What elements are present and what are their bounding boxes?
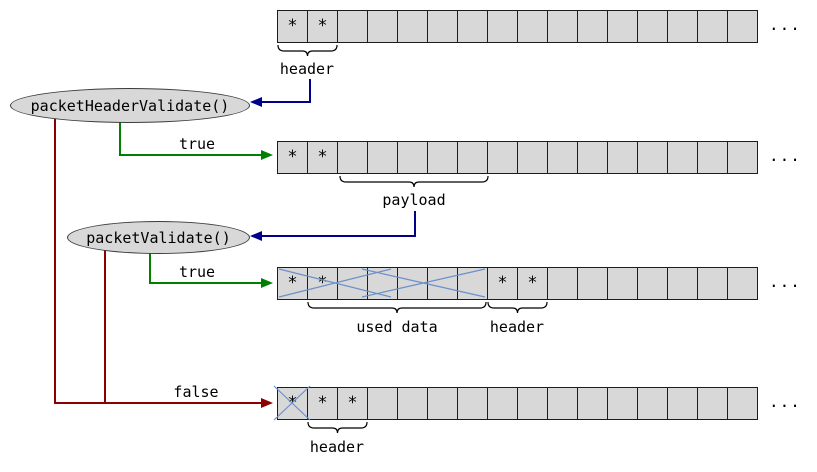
buffer-cell <box>727 387 758 420</box>
buffer-cell <box>727 10 758 43</box>
arrow-header-to-packetheadervalidate <box>250 79 311 107</box>
buffer-cell: * <box>307 387 338 420</box>
buffer-cell <box>367 10 398 43</box>
buffer-cell <box>337 10 368 43</box>
buffer-row-header-failed: *** <box>277 387 758 420</box>
buffer-cell: * <box>307 141 338 174</box>
packet-validate-node: packetValidate() <box>67 221 250 254</box>
buffer-cell <box>397 387 428 420</box>
buffer-cell <box>547 10 578 43</box>
payload-brace <box>339 175 489 188</box>
buffer-cell <box>667 267 698 300</box>
header-label-after-false: header <box>309 438 365 456</box>
buffer-cell <box>487 141 518 174</box>
payload-label: payload <box>382 191 446 209</box>
buffer-cell <box>397 10 428 43</box>
buffer-cell <box>577 387 608 420</box>
buffer-cell <box>727 267 758 300</box>
header-brace-after-false <box>307 421 368 434</box>
buffer-cell <box>577 10 608 43</box>
buffer-cell <box>667 141 698 174</box>
buffer-cell <box>637 141 668 174</box>
buffer-row-header-validated: ** <box>277 141 758 174</box>
buffer-cell <box>547 141 578 174</box>
false-branch-label: false <box>173 383 219 401</box>
buffer-cell <box>337 141 368 174</box>
buffer-cell: * <box>277 387 308 420</box>
buffer-cell <box>517 141 548 174</box>
buffer-cell: * <box>487 267 518 300</box>
packet-header-validate-node: packetHeaderValidate() <box>10 88 250 123</box>
buffer-cell <box>367 141 398 174</box>
buffer-cell <box>547 387 578 420</box>
true-branch-label-header: true <box>178 135 216 153</box>
buffer-cell <box>697 10 728 43</box>
buffer-cell <box>607 267 638 300</box>
buffer-cell <box>607 141 638 174</box>
buffer-cell <box>517 387 548 420</box>
buffer-cell <box>367 387 398 420</box>
buffer-cell <box>487 10 518 43</box>
packet-header-validate-label: packetHeaderValidate() <box>30 96 230 115</box>
buffer-cell <box>397 141 428 174</box>
buffer-cell <box>457 267 488 300</box>
buffer-cell <box>667 387 698 420</box>
buffer-cell <box>697 387 728 420</box>
buffer-cell <box>667 10 698 43</box>
buffer-cell: * <box>307 10 338 43</box>
buffer-cell <box>397 267 428 300</box>
buffer-cell <box>637 10 668 43</box>
header-label-after-validate: header <box>489 318 545 336</box>
used-data-brace <box>307 301 487 314</box>
buffer-cell <box>637 267 668 300</box>
buffer-cell: * <box>277 10 308 43</box>
buffer-cell <box>577 267 608 300</box>
buffer-row-initial: ** <box>277 10 758 43</box>
buffer-continues-ellipsis: ... <box>769 392 801 411</box>
buffer-cell <box>457 141 488 174</box>
buffer-cell <box>457 10 488 43</box>
arrow-false-branch <box>54 112 273 408</box>
packet-validate-label: packetValidate() <box>86 228 231 247</box>
header-brace-after-validate <box>487 301 548 314</box>
buffer-cell: * <box>277 141 308 174</box>
buffer-cell: * <box>307 267 338 300</box>
used-data-label: used data <box>356 318 438 336</box>
arrow-payload-to-packetvalidate <box>250 211 416 241</box>
buffer-cell <box>367 267 398 300</box>
buffer-row-packet-validated: **** <box>277 267 758 300</box>
buffer-cell <box>427 10 458 43</box>
buffer-cell <box>547 267 578 300</box>
buffer-cell <box>487 387 518 420</box>
buffer-cell <box>427 267 458 300</box>
buffer-cell: * <box>337 387 368 420</box>
buffer-cell <box>427 141 458 174</box>
buffer-cell <box>517 10 548 43</box>
buffer-continues-ellipsis: ... <box>769 15 801 34</box>
buffer-cell <box>607 10 638 43</box>
buffer-cell: * <box>517 267 548 300</box>
buffer-cell <box>697 141 728 174</box>
buffer-continues-ellipsis: ... <box>769 146 801 165</box>
header-label-initial: header <box>279 60 335 78</box>
buffer-cell <box>727 141 758 174</box>
buffer-cell <box>607 387 638 420</box>
buffer-cell <box>637 387 668 420</box>
buffer-cell <box>577 141 608 174</box>
true-branch-label-packet: true <box>178 263 216 281</box>
buffer-continues-ellipsis: ... <box>769 272 801 291</box>
buffer-cell: * <box>277 267 308 300</box>
header-brace-initial <box>277 44 338 57</box>
buffer-cell <box>337 267 368 300</box>
buffer-cell <box>697 267 728 300</box>
buffer-cell <box>457 387 488 420</box>
buffer-cell <box>427 387 458 420</box>
